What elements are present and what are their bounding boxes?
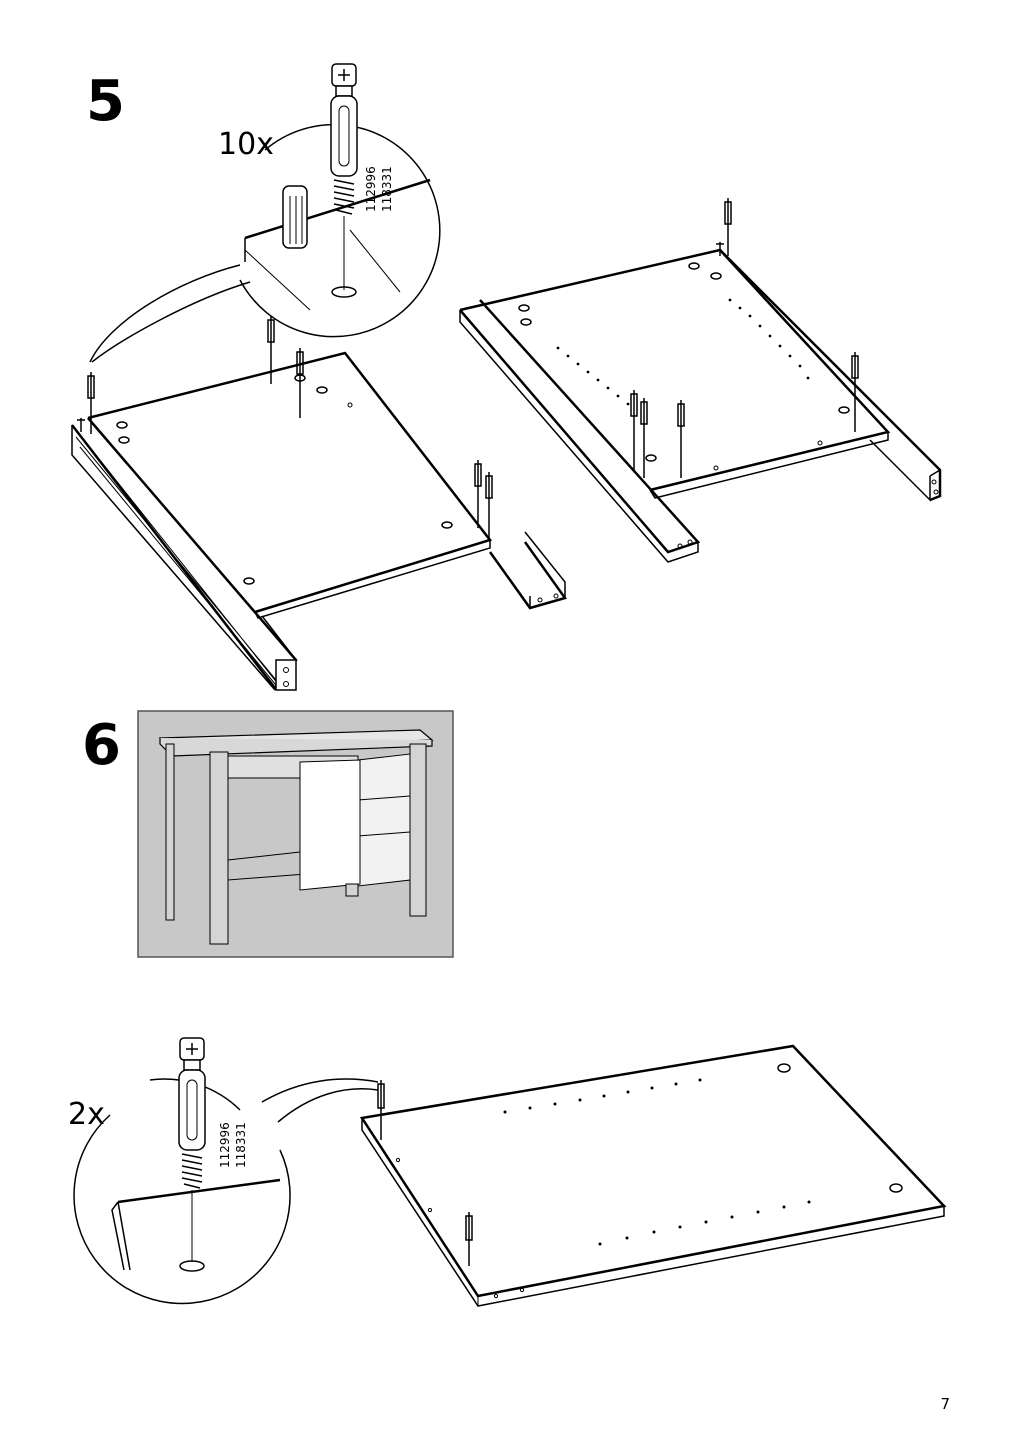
step6-part-number-2: 118331 [234,1122,248,1168]
step-number-6: 6 [82,713,121,778]
step5-left-frame [71,316,568,691]
cam-bolt-icon [330,63,358,298]
step-number-5: 5 [86,69,125,134]
step6-part-number-1: 112996 [218,1122,232,1168]
step5-detail-callout [89,63,441,363]
step5-quantity-label: 10x [218,127,274,162]
step6-desktop-panel [359,1044,947,1307]
dowel-icon [282,185,308,249]
step5-part-number-1: 112996 [364,166,378,212]
step6-detail-callout [73,1037,379,1305]
step6-quantity-label: 2x [68,1097,105,1132]
shelf-hole-row [556,298,810,406]
step5-right-frame [459,198,942,563]
step6-overview-image [137,710,454,958]
page-number: 7 [940,1395,950,1413]
cam-bolt-icon [178,1037,206,1272]
step5-part-number-2: 118331 [380,166,394,212]
